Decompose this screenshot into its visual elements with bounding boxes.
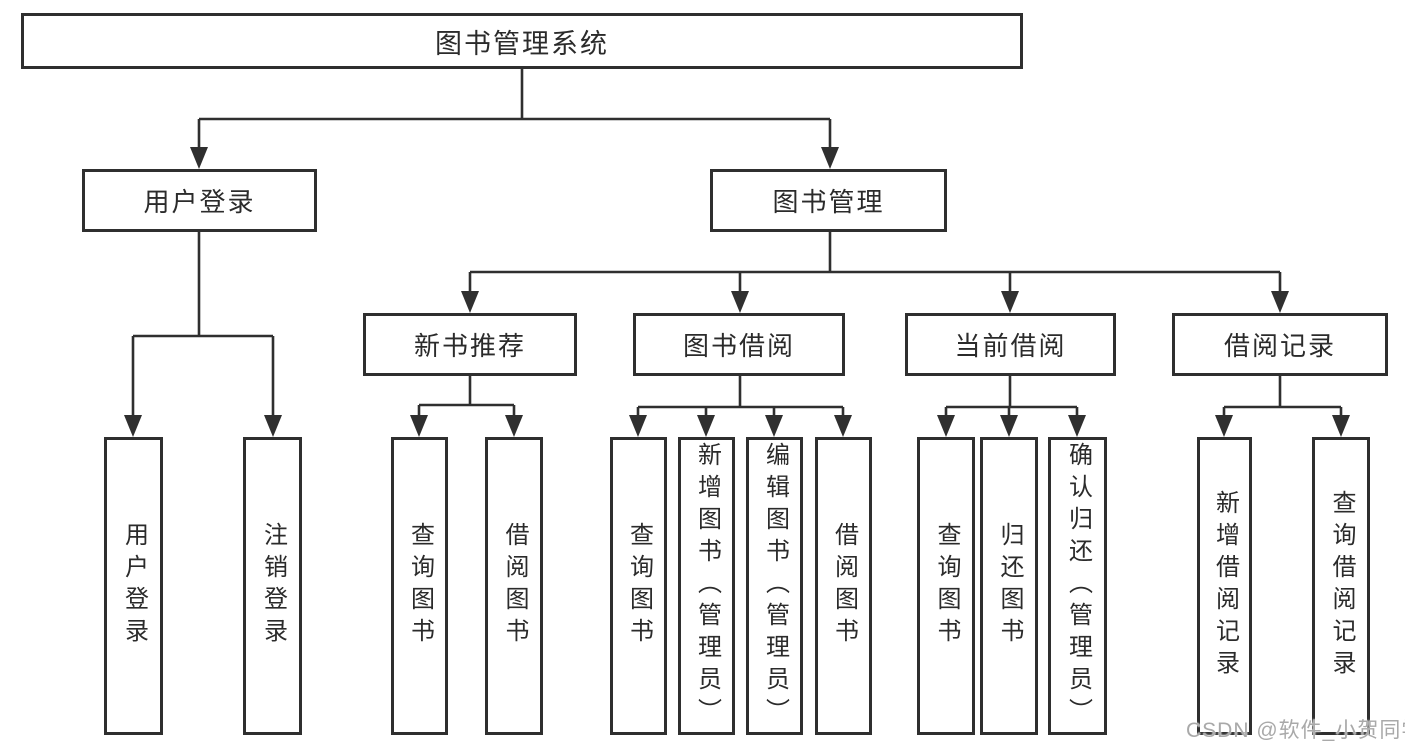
node-current-borrowing: 当前借阅 — [905, 313, 1116, 376]
leaf-borrow-add-books-admin: 新增图书（管理员） — [678, 437, 735, 735]
node-label: 归还图书 — [996, 522, 1023, 650]
node-label: 图书管理 — [772, 187, 885, 217]
node-label: 确认归还（管理员） — [1064, 442, 1092, 730]
node-label: 查询图书 — [406, 522, 434, 650]
node-label: 当前借阅 — [954, 331, 1067, 361]
node-label: 新增图书（管理员） — [693, 442, 721, 730]
leaf-borrow-query-books: 查询图书 — [610, 437, 667, 735]
node-user-login: 用户登录 — [82, 169, 317, 232]
node-borrow-records: 借阅记录 — [1172, 313, 1388, 376]
node-label: 图书管理系统 — [435, 28, 609, 59]
leaf-borrow-borrow-books: 借阅图书 — [815, 437, 872, 735]
node-label: 查询借阅记录 — [1328, 490, 1355, 682]
node-label: 查询图书 — [625, 522, 653, 650]
leaf-user-login: 用户登录 — [104, 437, 163, 735]
node-label: 注销登录 — [259, 522, 287, 650]
arrowheads — [124, 147, 1350, 437]
node-label: 借阅图书 — [501, 522, 528, 650]
watermark: CSDN @软件_小贺同学 — [1186, 719, 1405, 742]
node-label: 新增借阅记录 — [1211, 490, 1239, 682]
node-label: 用户登录 — [143, 187, 256, 217]
node-book-borrowing: 图书借阅 — [633, 313, 845, 376]
node-book-management: 图书管理 — [710, 169, 947, 232]
node-label: 查询图书 — [933, 522, 960, 650]
leaf-borrow-edit-books-admin: 编辑图书（管理员） — [746, 437, 803, 735]
leaf-current-query-books: 查询图书 — [917, 437, 975, 735]
node-root-system: 图书管理系统 — [21, 13, 1023, 69]
node-label: 借阅图书 — [830, 522, 858, 650]
node-label: 借阅记录 — [1223, 331, 1336, 361]
node-label: 图书借阅 — [682, 331, 795, 361]
node-label: 编辑图书（管理员） — [761, 442, 789, 730]
leaf-current-return-books: 归还图书 — [980, 437, 1038, 735]
leaf-user-logout: 注销登录 — [243, 437, 302, 735]
leaf-records-query-record: 查询借阅记录 — [1312, 437, 1370, 735]
node-label: 用户登录 — [120, 522, 148, 650]
leaf-records-add-record: 新增借阅记录 — [1197, 437, 1252, 735]
leaf-newrec-borrow-books: 借阅图书 — [485, 437, 543, 735]
node-label: 新书推荐 — [413, 331, 526, 361]
node-new-book-recommend: 新书推荐 — [363, 313, 577, 376]
leaf-newrec-query-books: 查询图书 — [391, 437, 448, 735]
leaf-current-confirm-return-admin: 确认归还（管理员） — [1048, 437, 1107, 735]
